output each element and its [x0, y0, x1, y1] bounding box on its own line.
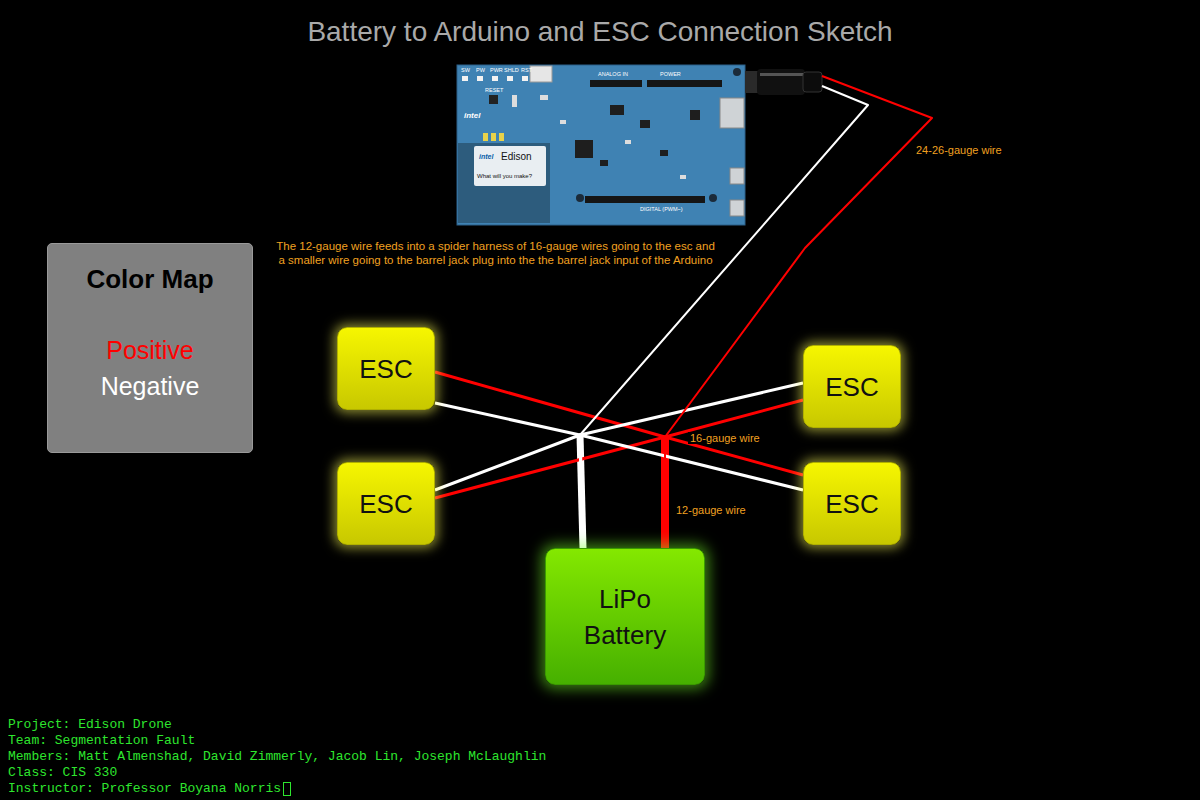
intel-edison-board-part — [640, 120, 650, 128]
wire-note: 16-gauge wire — [688, 432, 762, 444]
intel-edison-board-part — [730, 200, 744, 216]
esc-box: ESC — [803, 462, 901, 545]
footer-line: Members: Matt Almenshad, David Zimmerly,… — [8, 749, 546, 764]
esc-box: ESC — [803, 345, 901, 428]
esc-label: ESC — [825, 486, 878, 522]
wire-note: 24-26-gauge wire — [914, 144, 1004, 156]
footer-line: Team: Segmentation Fault — [8, 733, 195, 748]
intel-edison-board-part — [491, 133, 496, 141]
intel-edison-board-part — [720, 98, 744, 128]
board-text: What will you make? — [477, 173, 532, 179]
esc-label: ESC — [359, 351, 412, 387]
board-pin-label: DIGITAL (PWM~) — [640, 206, 683, 212]
arduino-board: intelEdisonWhat will you make? — [457, 65, 822, 225]
panel-heading: Color Map — [48, 264, 252, 295]
board-pin-label: RST — [521, 67, 532, 73]
intel-edison-board-part — [585, 196, 705, 203]
wire-connector — [580, 435, 803, 548]
footer-line: Class: CIS 330 — [8, 765, 117, 780]
intel-edison-board-part — [530, 66, 552, 82]
wire-connector — [665, 76, 932, 548]
esc-box: ESC — [337, 327, 435, 410]
board-pin-label: SHLD — [504, 67, 519, 73]
wire-note: The 12-gauge wire feeds into a spider ha… — [273, 239, 718, 267]
board-pin-label: POWER — [660, 71, 681, 77]
intel-edison-board-part — [492, 76, 498, 81]
terminal-cursor — [283, 782, 291, 796]
intel-edison-board-part — [576, 194, 584, 202]
legend-swatch: Positive — [48, 336, 252, 365]
board-pin-label: PWR — [490, 67, 503, 73]
intel-edison-board-part — [512, 95, 517, 107]
intel-edison-board-part — [575, 140, 593, 158]
intel-edison-board-part — [625, 140, 631, 144]
wire-connector — [580, 383, 803, 548]
board-pin-label: RESET — [485, 87, 503, 93]
intel-edison-board-part — [540, 95, 548, 100]
intel-edison-board-part — [474, 146, 546, 186]
wire-connector — [435, 403, 583, 548]
intel-edison-board-part — [507, 76, 513, 81]
intel-edison-board-part — [709, 194, 717, 202]
board-text: Edison — [501, 151, 532, 162]
wire-note: 12-gauge wire — [674, 504, 748, 516]
legend-swatch: Negative — [48, 372, 252, 401]
legend-text: Positive — [106, 336, 194, 365]
board-text: intel — [479, 153, 493, 160]
board-pin-label: ANALOG IN — [598, 71, 628, 77]
barrel-jack — [745, 69, 822, 95]
intel-edison-board-part — [483, 133, 488, 141]
barrel-jack-part — [757, 69, 805, 95]
diagram-title: Battery to Arduino and ESC Connection Sk… — [0, 16, 1200, 48]
intel-edison-board-part — [690, 110, 700, 120]
intel-edison-board-part — [499, 133, 504, 141]
wire-connector — [435, 372, 665, 548]
intel-edison-board-part — [462, 76, 468, 81]
intel-edison-board-part — [610, 105, 624, 115]
intel-edison-board-part — [647, 80, 722, 87]
barrel-jack-part — [803, 72, 822, 92]
board-pin-label: PW — [476, 67, 485, 73]
color-map-panel: Color MapPositiveNegative — [47, 243, 253, 453]
legend-text: Negative — [101, 372, 200, 401]
intel-edison-board-part — [680, 175, 686, 179]
intel-edison-board-part — [522, 76, 528, 81]
intel-edison-board-part — [590, 80, 642, 87]
board-pin-label: intel — [464, 111, 480, 120]
intel-edison-board-part — [660, 150, 668, 156]
wire-connector — [435, 435, 583, 548]
battery-box: LiPo Battery — [545, 548, 705, 685]
intel-edison-board-part — [457, 65, 745, 225]
intel-edison-board-part — [733, 68, 741, 76]
board-pin-label: SW — [461, 67, 470, 73]
intel-edison-board — [457, 65, 745, 225]
intel-edison-board-part — [489, 95, 498, 104]
intel-edison-board-part — [730, 168, 744, 184]
barrel-jack-part — [745, 71, 759, 93]
wire-connector — [435, 437, 665, 548]
intel-edison-board-part — [560, 120, 566, 124]
esc-box: ESC — [337, 462, 435, 545]
barrel-jack-part — [760, 73, 804, 76]
intel-edison-board-part — [477, 76, 483, 81]
footer-line: Instructor: Professor Boyana Norris — [8, 781, 281, 796]
wire-connector — [665, 437, 803, 548]
intel-edison-board-part — [600, 160, 608, 166]
battery-label: LiPo Battery — [565, 581, 685, 653]
esc-label: ESC — [825, 369, 878, 405]
esc-label: ESC — [359, 486, 412, 522]
intel-edison-board-part — [458, 143, 550, 223]
footer-line: Project: Edison Drone — [8, 717, 172, 732]
